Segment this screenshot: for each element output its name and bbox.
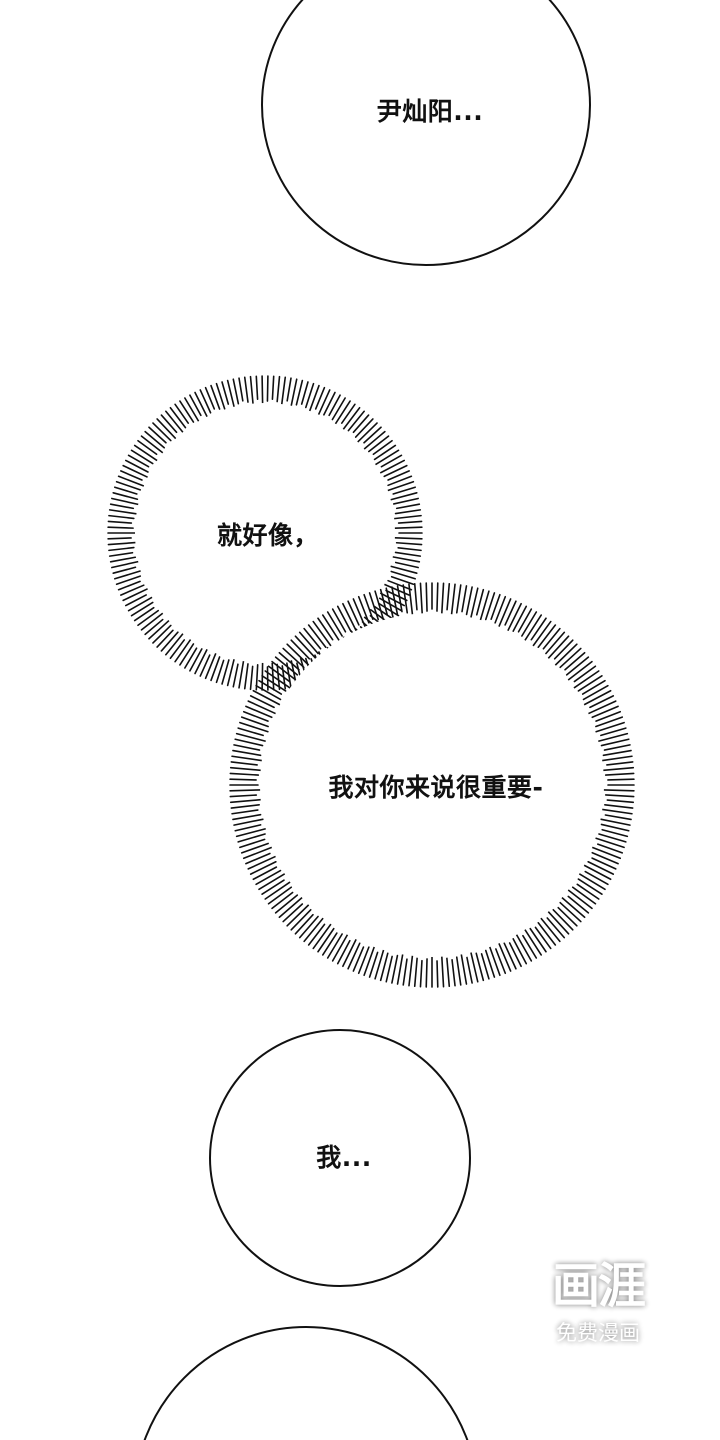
bubble-text-4: 我...: [316, 1143, 372, 1172]
speech-bubble-outline-5: [143, 1326, 469, 1440]
watermark-logo: 画涯: [551, 1258, 646, 1314]
bubble-text-3: 我对你来说很重要-: [328, 773, 544, 802]
bubble-text-2: 就好像，: [216, 521, 320, 550]
burst-bubble-outline-3: [229, 582, 635, 988]
bubble-text-1: 尹灿阳...: [376, 97, 484, 126]
watermark-subtitle: 免费漫画: [556, 1321, 640, 1345]
speech-bubble-outline-1: [261, 0, 591, 266]
speech-bubble-outline-4: [209, 1029, 471, 1287]
watermark: 画涯 免费漫画: [536, 1258, 660, 1346]
